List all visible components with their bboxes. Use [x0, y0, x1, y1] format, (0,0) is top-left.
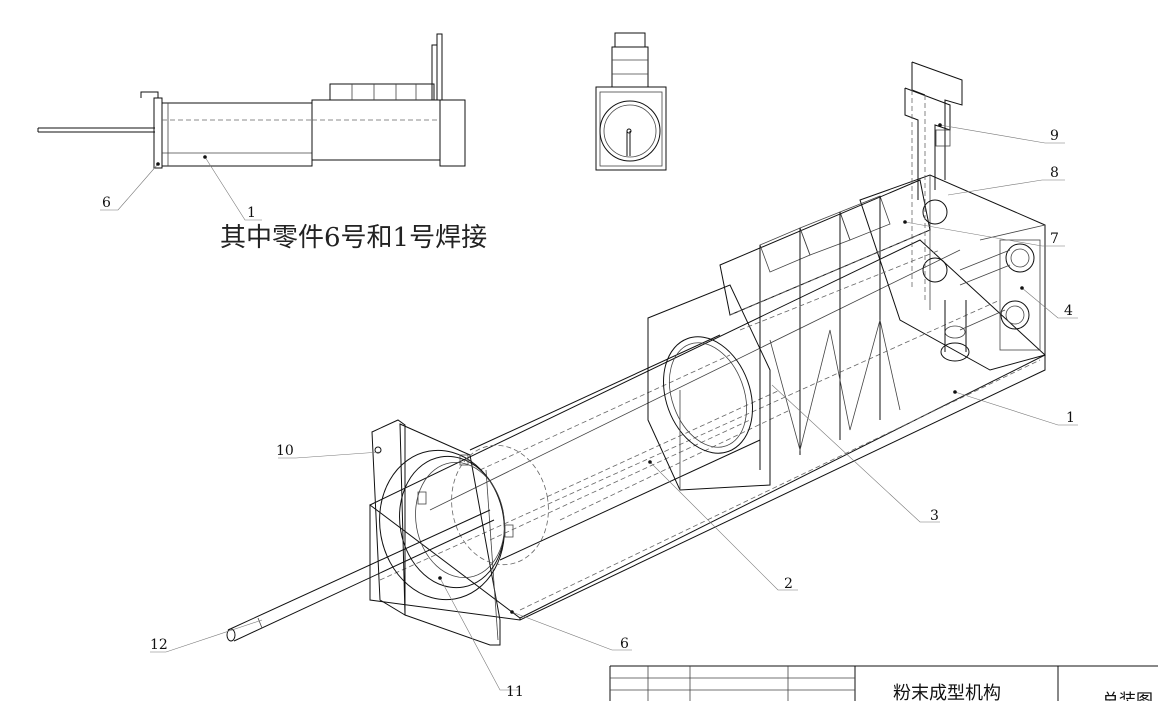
callout-label: 12	[150, 637, 168, 653]
callout-label: 7	[1050, 231, 1059, 247]
leader-lines	[100, 123, 1078, 691]
callout-label: 1	[247, 205, 256, 221]
weld-note: 其中零件6号和1号焊接	[220, 223, 487, 253]
title-block-name: 粉末成型机构	[893, 683, 1001, 701]
callout-label: 4	[1064, 303, 1073, 319]
callout-label: 9	[1050, 128, 1059, 144]
callout-label: 11	[506, 684, 524, 700]
callout-label: 2	[784, 576, 793, 592]
callout-label: 6	[620, 636, 629, 652]
title-block-type: 总装图	[1102, 691, 1153, 701]
isometric-assembly	[226, 61, 1046, 646]
callout-label: 6	[102, 195, 111, 211]
top-view	[37, 33, 466, 169]
callout-label: 10	[276, 443, 294, 459]
callout-label: 1	[1066, 410, 1075, 426]
callout-label: 8	[1050, 165, 1059, 181]
callout-label: 3	[930, 508, 939, 524]
front-view	[595, 32, 667, 171]
title-block: 粉末成型机构 总装图	[609, 665, 1158, 701]
